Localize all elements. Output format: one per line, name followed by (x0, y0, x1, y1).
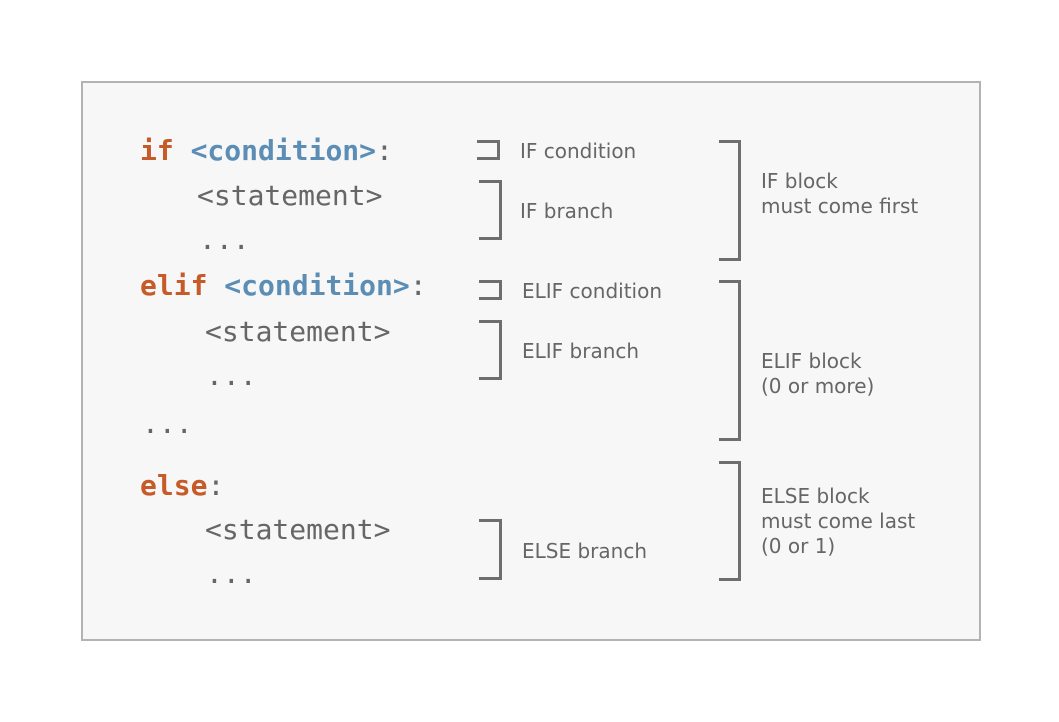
else-keyword: else (140, 469, 208, 502)
diagram-panel (81, 81, 981, 641)
if-colon: : (376, 134, 393, 167)
elif-block-rule: (0 or more) (761, 374, 875, 398)
elif-keyword: elif (140, 269, 208, 302)
else-branch-bracket (479, 519, 502, 580)
between-ellipsis: ... (142, 407, 193, 440)
elif-condition: <condition> (224, 269, 410, 302)
else-colon: : (207, 469, 225, 502)
else-block-rule: must come last (761, 509, 916, 533)
if-branch-bracket (479, 180, 502, 240)
else-branch-label: ELSE branch (522, 539, 647, 563)
if-condition-bracket (477, 140, 500, 160)
elif-statement: <statement> (205, 315, 391, 348)
elif-line: elif <condition>: (140, 272, 427, 300)
elif-condition-bracket (479, 280, 502, 300)
if-ellipsis: ... (199, 223, 250, 256)
if-keyword: if (140, 134, 174, 167)
elif-branch-label: ELIF branch (522, 339, 640, 363)
if-line: if <condition>: (140, 137, 393, 165)
if-block-rule: must come first (761, 194, 919, 218)
else-block-title: ELSE block (761, 484, 870, 508)
else-block-count: (0 or 1) (761, 534, 836, 558)
elif-condition-label: ELIF condition (522, 279, 663, 303)
elif-block-bracket (719, 280, 741, 441)
else-statement: <statement> (205, 513, 391, 546)
if-condition: <condition> (190, 134, 377, 167)
if-block-bracket (719, 140, 741, 261)
if-branch-label: IF branch (520, 199, 614, 223)
if-condition-label: IF condition (520, 139, 637, 163)
if-statement: <statement> (197, 179, 383, 212)
elif-colon: : (409, 269, 427, 302)
elif-ellipsis: ... (206, 359, 257, 392)
else-ellipsis: ... (206, 557, 257, 590)
elif-branch-bracket (479, 320, 502, 380)
else-block-bracket (719, 461, 741, 581)
elif-block-title: ELIF block (761, 349, 862, 373)
else-line: else: (140, 472, 224, 500)
if-block-title: IF block (761, 169, 838, 193)
elif-block-label: ELIF block(0 or more) (761, 349, 874, 399)
